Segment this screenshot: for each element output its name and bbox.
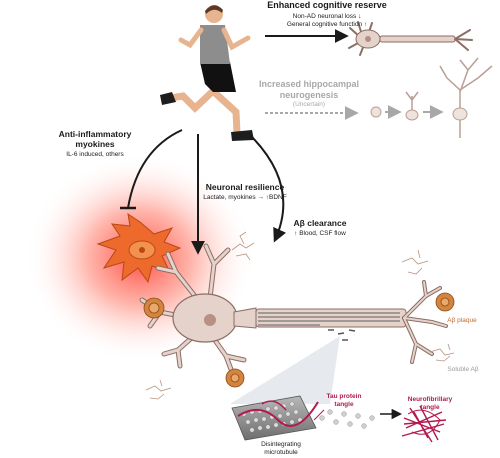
soluble-abeta-icon bbox=[145, 231, 455, 400]
neurogenesis-line2: neurogenesis bbox=[279, 90, 339, 100]
neurofibrillary-tangle-icon bbox=[401, 405, 447, 443]
microglia-cell-icon bbox=[96, 212, 182, 284]
microtubule-line2: microtubule bbox=[264, 449, 298, 456]
resilience-sub: Lactate, myokines → ↑BDNF bbox=[203, 194, 287, 201]
healthy-neuron-icon bbox=[348, 21, 473, 56]
nft-line2: tangle bbox=[420, 404, 440, 411]
enhanced-title: Enhanced cognitive reserve bbox=[267, 0, 387, 10]
zoom-cone bbox=[230, 336, 340, 404]
abeta-plaque-label: Aβ plaque bbox=[447, 317, 477, 324]
neurogenesis-note: (Uncertain) bbox=[292, 101, 326, 108]
enhanced-line2: General cognitive function ↑ bbox=[286, 21, 368, 28]
abeta-plaque-icon bbox=[143, 292, 455, 388]
neurogenesis-line1: Increased hippocampal bbox=[258, 79, 360, 89]
tau-line2: tangle bbox=[334, 401, 354, 408]
antiinflam-line1: Anti-inflammatory bbox=[58, 129, 132, 139]
arrow-anti-inflammatory bbox=[127, 129, 183, 209]
running-person-icon bbox=[160, 5, 254, 141]
resilience-title: Neuronal resilience bbox=[205, 182, 285, 192]
tau-line1: Tau protein bbox=[326, 393, 362, 400]
antiinflam-sub: IL-6 induced, others bbox=[66, 151, 124, 158]
clearance-sub: ↑ Blood, CSF flow bbox=[294, 230, 346, 237]
neurogenesis-sequence-icon bbox=[370, 57, 493, 138]
microtubule-line1: Disintegrating bbox=[261, 441, 301, 448]
arrow-abeta-clearance bbox=[249, 134, 287, 243]
nft-line1: Neurofibrillary bbox=[407, 396, 453, 403]
antiinflam-line2: myokines bbox=[75, 139, 115, 149]
tau-pointer bbox=[313, 409, 325, 421]
neuron-icon bbox=[139, 243, 448, 375]
clearance-title: Aβ clearance bbox=[293, 218, 347, 228]
enhanced-line1: Non-AD neuronal loss ↓ bbox=[292, 13, 362, 20]
soluble-abeta-label: Soluble Aβ bbox=[447, 366, 479, 373]
microtubule-icon bbox=[231, 395, 375, 441]
